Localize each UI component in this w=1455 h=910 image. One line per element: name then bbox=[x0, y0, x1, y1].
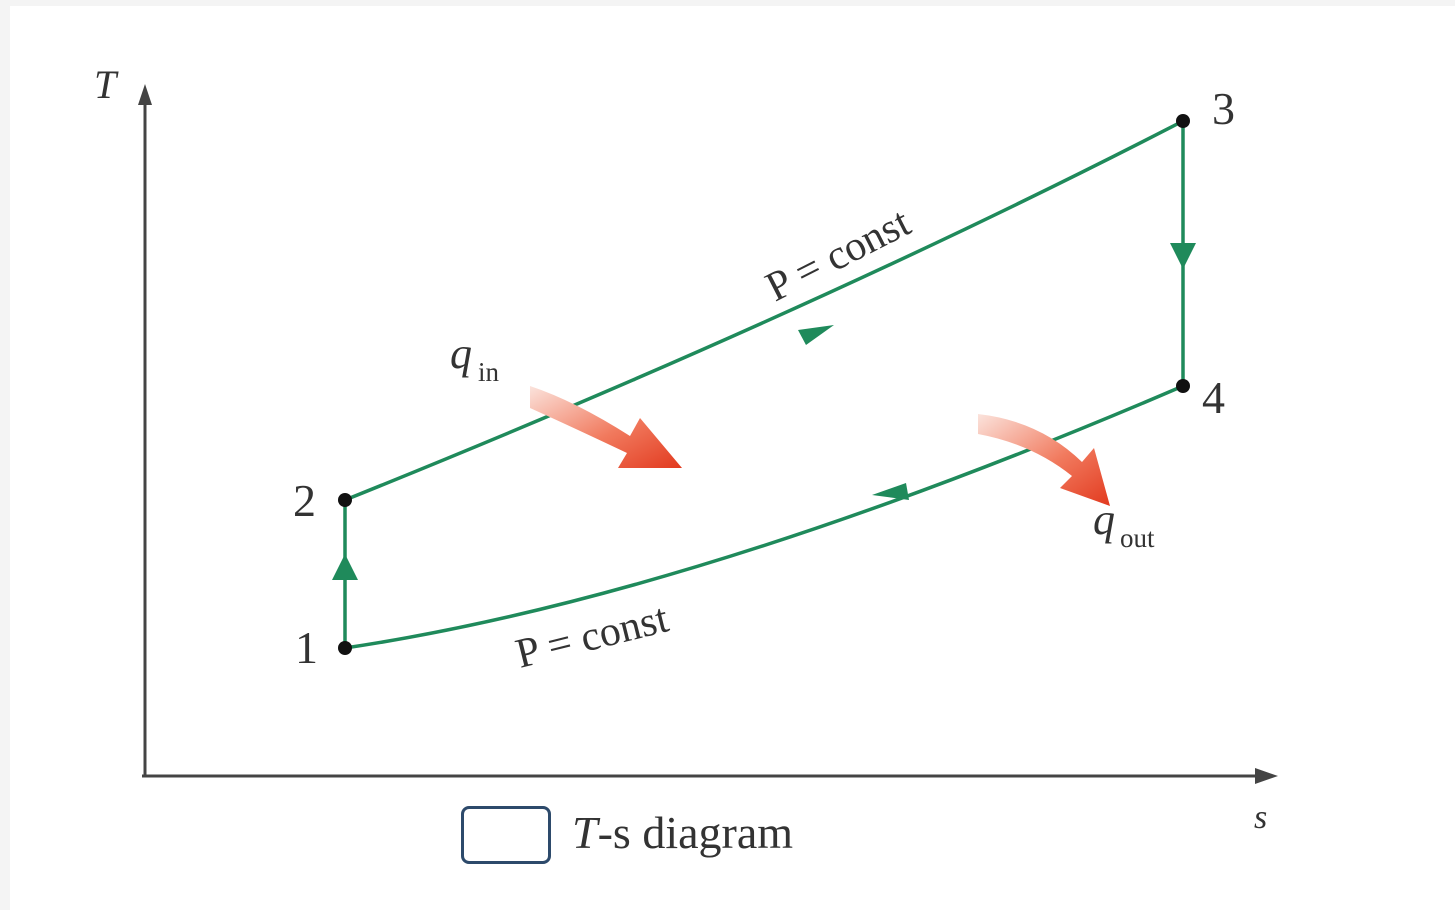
process-2-3-arrow-icon bbox=[798, 325, 834, 345]
y-axis-arrowhead bbox=[138, 84, 152, 105]
heat-in-symbol: q bbox=[450, 329, 472, 378]
diagram-caption: T-s diagram bbox=[572, 806, 793, 859]
state-3-label: 3 bbox=[1212, 83, 1235, 134]
process-3-4-arrow-icon bbox=[1170, 243, 1196, 269]
process-1-2-arrow-icon bbox=[332, 554, 358, 580]
x-axis-label: s bbox=[1254, 799, 1267, 836]
x-axis-arrowhead bbox=[1255, 768, 1278, 784]
y-axis-label: T bbox=[94, 62, 119, 107]
diagram-page: T s 1 2 3 4 P = const P = const q in q o… bbox=[10, 6, 1455, 910]
process-2-3-line bbox=[344, 119, 1184, 502]
state-4-point bbox=[1176, 379, 1190, 393]
heat-out-arrow-icon bbox=[978, 414, 1110, 506]
heat-in-subscript: in bbox=[478, 357, 500, 387]
state-2-point bbox=[338, 493, 352, 507]
t-s-diagram: T s 1 2 3 4 P = const P = const q in q o… bbox=[94, 62, 1278, 836]
heat-out-subscript: out bbox=[1120, 523, 1155, 553]
process-4-1-arrow-icon bbox=[872, 483, 909, 500]
heat-in-arrow-icon bbox=[530, 386, 682, 468]
state-1-point bbox=[338, 641, 352, 655]
top-process-label: P = const bbox=[759, 199, 918, 311]
heat-out-symbol: q bbox=[1093, 495, 1115, 544]
state-4-label: 4 bbox=[1202, 372, 1225, 423]
caption-t: T bbox=[572, 807, 598, 858]
state-3-point bbox=[1176, 114, 1190, 128]
caption-checkbox[interactable] bbox=[461, 806, 551, 864]
state-2-label: 2 bbox=[293, 475, 316, 526]
process-4-1-line bbox=[344, 384, 1184, 650]
state-1-label: 1 bbox=[295, 622, 318, 673]
bottom-process-label: P = const bbox=[511, 595, 673, 677]
caption-rest: -s diagram bbox=[597, 807, 794, 858]
